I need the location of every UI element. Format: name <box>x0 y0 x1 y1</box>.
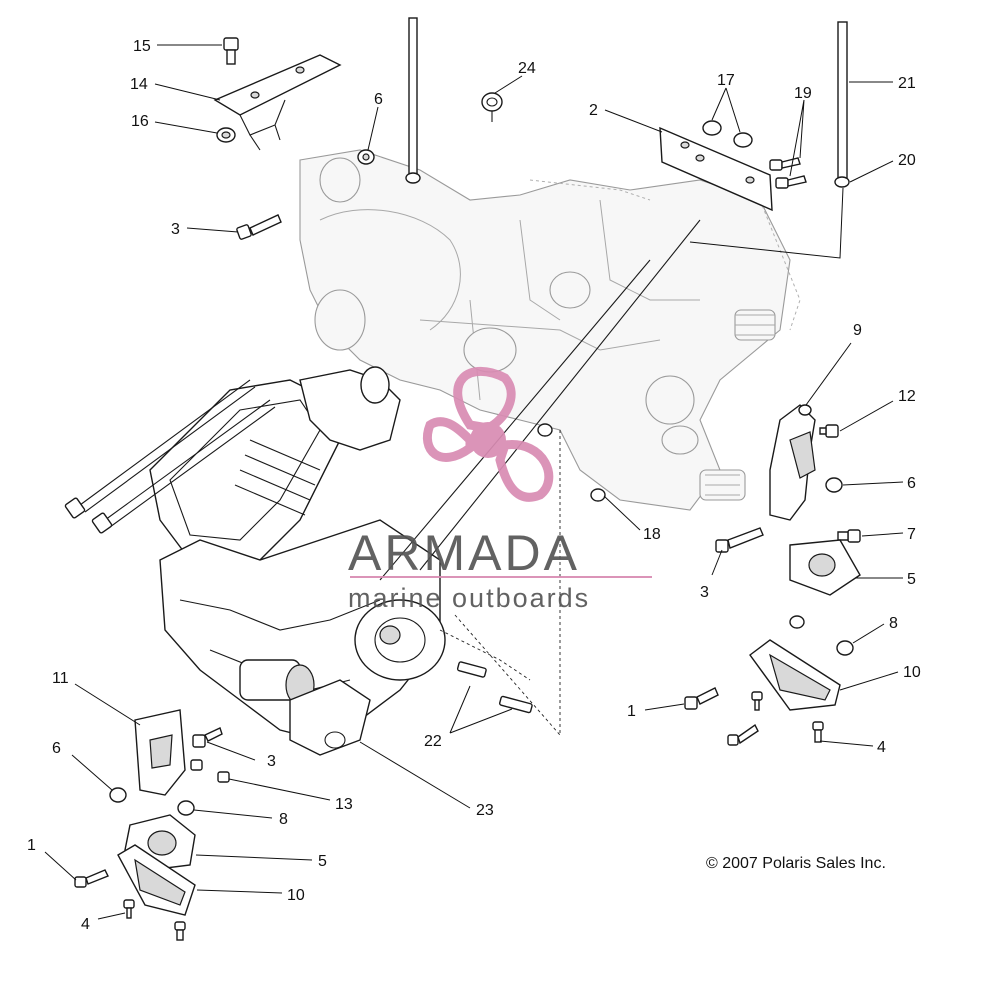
callout-label: 5 <box>907 571 916 588</box>
callout-label: 12 <box>898 388 916 405</box>
bolt-15 <box>223 37 239 65</box>
nut-8-left <box>177 800 195 816</box>
copyright-notice: © 2007 Polaris Sales Inc. <box>706 855 886 872</box>
callout-label: 20 <box>898 152 916 169</box>
bracket-10-right <box>749 639 841 711</box>
callout-label: 17 <box>717 72 735 89</box>
callout-label: 5 <box>318 853 327 870</box>
callout-label: 22 <box>424 733 442 750</box>
callout-label: 1 <box>27 837 36 854</box>
callout-label: 6 <box>374 91 383 108</box>
bracket-10-left <box>117 844 196 916</box>
callout-label: 11 <box>52 670 69 687</box>
callout-label: 19 <box>794 85 812 102</box>
transmission-ghost <box>299 149 801 511</box>
nut-6-right <box>825 477 843 493</box>
callout-label: 13 <box>335 796 353 813</box>
bracket-9 <box>769 404 816 521</box>
callout-label: 6 <box>52 740 61 757</box>
callout-label: 23 <box>476 802 494 819</box>
watermark-tagline: marine outboards <box>348 583 590 613</box>
bolt-7 <box>837 529 861 543</box>
bolt-3-top <box>236 214 282 240</box>
callout-label: 10 <box>903 664 921 681</box>
bolt-3-right <box>715 527 764 553</box>
nut-8-right <box>789 615 854 656</box>
leader-lines <box>44 44 904 920</box>
rod-left <box>405 17 421 184</box>
nut-18 <box>590 488 606 502</box>
callout-label: 15 <box>133 38 151 55</box>
callout-label: 8 <box>889 615 898 632</box>
alignment-guides <box>379 219 701 736</box>
armada-watermark: ARMADA marine outboards <box>348 366 652 613</box>
nut-16 <box>216 127 236 143</box>
callout-label: 3 <box>267 753 276 770</box>
bolt-3-left <box>192 727 223 748</box>
callout-label: 4 <box>877 739 886 756</box>
bolt-1-left <box>74 869 109 888</box>
clip-24 <box>481 92 503 122</box>
nut-6-top <box>357 149 375 165</box>
mount-5-right <box>789 539 861 596</box>
engine-assembly <box>64 366 446 756</box>
callout-label: 21 <box>898 75 916 92</box>
callout-label: 3 <box>700 584 709 601</box>
studs-22 <box>456 661 533 714</box>
callout-label: 8 <box>279 811 288 828</box>
callout-label: 7 <box>907 526 916 543</box>
callout-label: 1 <box>627 703 636 720</box>
upper-bracket-14 <box>213 54 342 151</box>
callout-label: 16 <box>131 113 149 130</box>
rod-21 <box>834 21 850 188</box>
propeller-logo-icon <box>422 366 554 502</box>
callout-labels: 15 14 16 6 24 2 17 19 21 20 3 9 12 6 18 … <box>27 38 921 933</box>
plate-2 <box>659 126 773 212</box>
callout-label: 6 <box>907 475 916 492</box>
bolt-13 <box>190 759 230 783</box>
bolts-19 <box>769 157 807 189</box>
spacers-17 <box>702 120 753 148</box>
watermark-brand: ARMADA <box>348 525 580 581</box>
callout-label: 9 <box>853 322 862 339</box>
nut-6-left <box>109 787 127 803</box>
callout-label: 3 <box>171 221 180 238</box>
callout-label: 4 <box>81 916 90 933</box>
bolts-4-left <box>123 899 186 941</box>
callout-label: 24 <box>518 60 536 77</box>
bracket-11 <box>134 709 186 796</box>
callout-label: 14 <box>130 76 148 93</box>
callout-label: 10 <box>287 887 305 904</box>
nut-center <box>537 423 553 437</box>
callout-label: 2 <box>589 102 598 119</box>
bolt-12 <box>819 424 839 438</box>
bolt-1-right <box>684 687 719 710</box>
bolts-4-right <box>727 691 824 746</box>
callout-label: 18 <box>643 526 661 543</box>
